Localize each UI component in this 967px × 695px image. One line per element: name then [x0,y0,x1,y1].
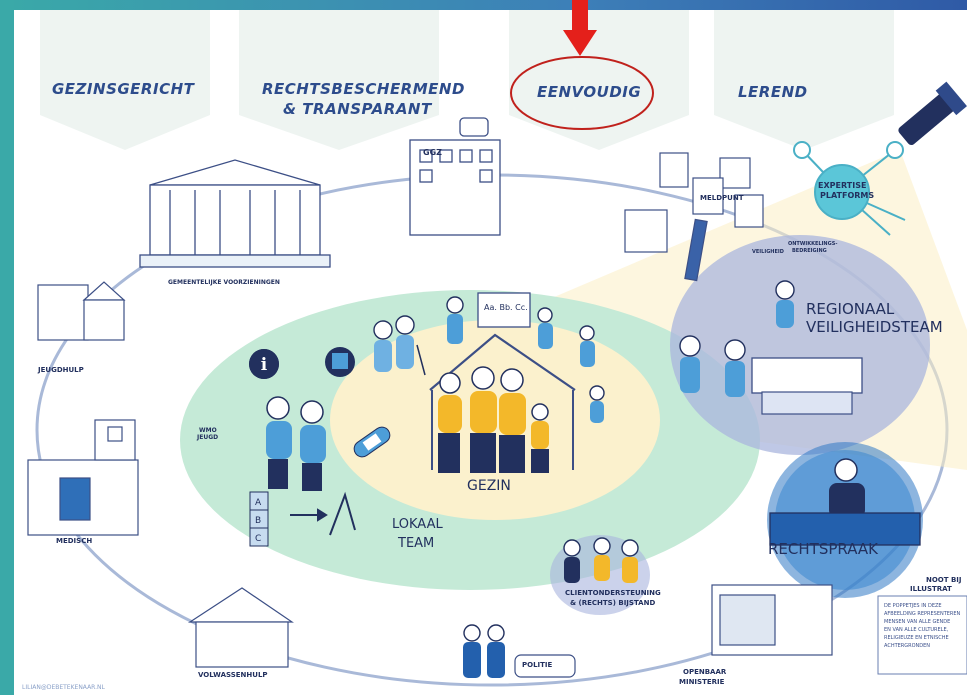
flashlight-icon [898,81,967,146]
label-ggz: GGZ [423,148,442,157]
header-transparant: & TRANSPARANT [283,100,432,118]
regional-team-blob [670,235,930,455]
label-jeugdhulp: JEUGDHULP [38,366,84,374]
label-noot: NOOT BIJ [926,576,962,584]
label-ontwikkeling: ONTWIKKELINGS- [788,241,838,247]
label-politie: POLITIE [522,661,553,669]
info-bubble [249,349,279,379]
judge-figure [769,458,921,546]
header-rechtsbeschermend: RECHTSBESCHERMEND [262,80,465,98]
block-b: B [255,516,261,526]
block-a: A [255,498,262,508]
header-lerend: LEREND [738,83,808,101]
ggz-building [409,117,501,236]
teacher-board [477,292,531,328]
note-text: DE POPPETJES IN DEZE AFBEELDING REPRESEN… [884,603,961,649]
expertise-network [793,141,906,236]
top-border [0,0,967,10]
header-eenvoudig: EENVOUDIG [537,83,642,101]
teacher-figure [446,296,464,344]
label-gemeentelijke: GEMEENTELIJKE VOORZIENINGEN [168,279,280,286]
info-icon: i [261,355,268,375]
hospital-building [27,419,139,536]
police-figures [463,624,576,678]
note-box [877,595,967,675]
label-lokaal: LOKAAL [392,517,443,532]
label-veiligheid: VEILIGHEID [752,249,784,255]
elderly-figures [373,315,426,376]
chevron-lerend [714,10,894,150]
header-gezinsgericht: GEZINSGERICHT [52,80,195,98]
block-c: C [255,534,261,544]
chevron-rechtsbeschermend [239,10,439,150]
signature: LILIAN@DEBETEKENAAR.NL [22,684,105,691]
jeugdhulp-buildings [37,281,126,341]
label-jeugd: JEUGD [197,434,219,441]
family-figures [438,366,549,473]
label-medisch: MEDISCH [56,537,93,545]
red-arrow [563,0,597,56]
label-clientondersteuning: CLIENTONDERSTEUNING [565,589,661,597]
client-figures [563,537,639,583]
label-wmo: WMO [199,427,217,434]
walker-icon [290,491,356,536]
abc-blocks: A B C [249,491,269,547]
label-veiligheidsteam: VEILIGHEIDSTEAM [806,318,943,336]
label-illustratie: ILLUSTRAT [910,585,952,593]
om-building [711,584,833,656]
label-rechtspraak: RECHTSPRAAK [768,540,878,558]
bandage-icon [353,426,391,458]
town-hall-building [139,159,331,268]
care-worker-figures [537,307,605,423]
label-regionaal: REGIONAAL [806,300,895,318]
label-bedreiging: BEDREIGING [792,248,827,254]
highlight-ellipse [510,56,654,130]
regional-figures [679,280,863,415]
label-team: TEAM [398,536,435,551]
board-text: Aa. Bb. Cc. [484,303,528,312]
label-expertise: EXPERTISE [818,181,867,190]
label-meldpunt: MELDPUNT [700,194,744,202]
volwassenhulp-house [187,587,294,668]
chevron-gezinsgericht [40,10,210,150]
label-platforms: PLATFORMS [820,191,875,200]
left-border [0,0,14,695]
label-openbaar: OPENBAAR [683,668,727,676]
label-rechtsbijstand: & (RECHTS) BIJSTAND [570,599,656,607]
gezin-house [429,333,576,391]
header-band [14,10,967,150]
meldpunt-frames [624,152,764,282]
label-ministerie: MINISTERIE [679,678,725,686]
chevron-eenvoudig [509,10,689,150]
label-volwassenhulp: VOLWASSENHULP [198,671,268,679]
label-gezin: GEZIN [467,478,511,494]
